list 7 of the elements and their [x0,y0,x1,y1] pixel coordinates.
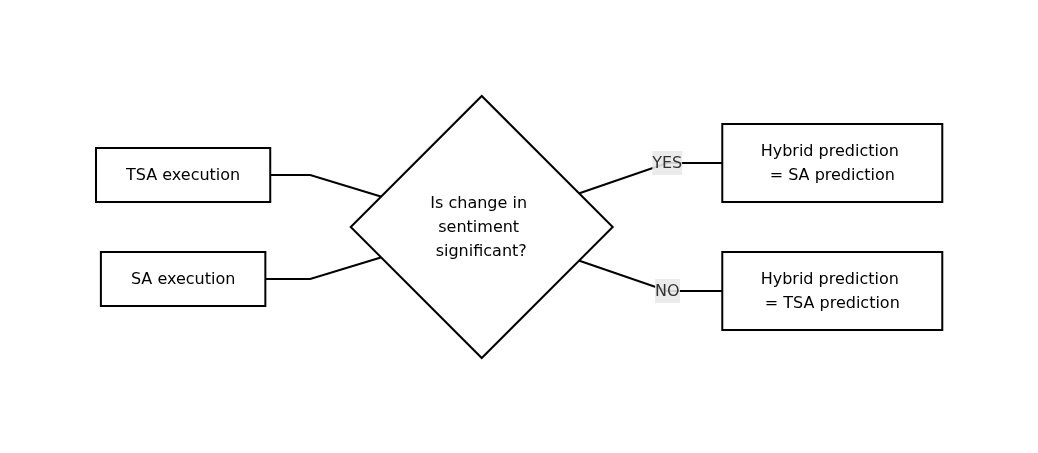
node-box: SA execution [99,250,267,307]
node-box: Hybrid prediction = TSA prediction [721,250,944,331]
node-diamond: Is change in sentiment significant? [349,94,614,359]
edge-label: YES [652,152,683,172]
node-box: TSA execution [94,146,272,203]
node-box: Hybrid prediction = SA prediction [721,122,944,203]
edge-label: NO [654,280,680,300]
